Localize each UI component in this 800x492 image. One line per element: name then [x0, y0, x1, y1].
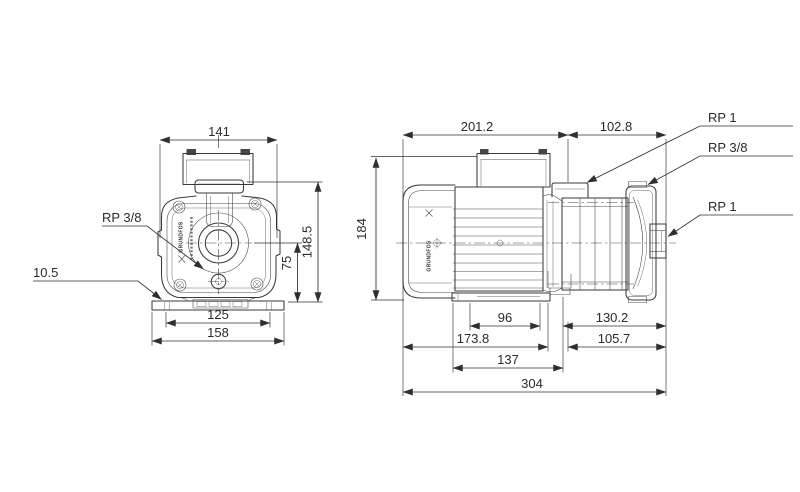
callout-front-drain-port-label: RP 3/8 [102, 210, 142, 225]
dim-side-total-length: 304 [402, 376, 667, 396]
side-end-flange [625, 181, 657, 303]
callout-top-port-label: RP 1 [708, 110, 737, 125]
dim-side-port-depth: 130.2 [562, 297, 667, 373]
dim-side-motor-length-label: 201.2 [461, 119, 494, 134]
dim-side-head-length-label: 102.8 [600, 119, 633, 134]
dim-front-center-height-label: 75 [279, 256, 294, 270]
front-corner-screws [172, 197, 264, 292]
dim-side-total-length-label: 304 [521, 376, 543, 391]
dim-side-base-length: 173.8 [402, 303, 549, 352]
side-chamber-sleeve [548, 197, 634, 291]
dim-side-foot-span-label: 137 [497, 352, 519, 367]
dim-front-center-height: 75 [254, 242, 302, 303]
dim-side-base-length-label: 173.8 [457, 331, 490, 346]
side-base-plate [451, 292, 551, 302]
callout-foot-height: 10.5 [33, 265, 162, 300]
dim-side-port-depth-label: 130.2 [596, 310, 629, 325]
side-bracket-foot [547, 271, 572, 295]
dim-front-bolt-span-label: 125 [207, 307, 229, 322]
front-head-collar [194, 179, 245, 194]
front-pump-body: GRUNDFOS [151, 135, 285, 311]
dim-side-foot-slot-label: 96 [498, 310, 512, 325]
front-base-feet [151, 297, 285, 311]
dim-front-bolt-span: 125 [165, 307, 271, 328]
side-brand-text: GRUNDFOS [427, 240, 433, 272]
grundfos-mark-icon [425, 209, 433, 217]
dim-side-foot-span: 137 [452, 303, 564, 373]
callout-side-port-label: RP 1 [708, 199, 737, 214]
side-top-port [551, 182, 589, 198]
callout-vent-port-label: RP 3/8 [708, 140, 748, 155]
side-grundfos-logo: GRUNDFOS [425, 209, 433, 272]
front-view: GRUNDFOS 141 [33, 124, 323, 346]
side-motor-bracket [542, 194, 572, 295]
front-priming-neck [206, 193, 233, 227]
dim-front-base-width: 158 [151, 312, 285, 346]
side-terminal-box [476, 149, 551, 188]
front-brand-text: GRUNDFOS [179, 221, 185, 253]
callout-front-drain-port: RP 3/8 [102, 210, 204, 270]
dim-side-motor-length: 201.2 [402, 119, 569, 396]
front-grundfos-logo: GRUNDFOS [178, 221, 186, 263]
dim-side-head-length: 102.8 [567, 119, 667, 396]
dim-side-head-depth-label: 105.7 [598, 331, 631, 346]
dim-front-width: 141 [159, 124, 278, 238]
dim-side-foot-slot: 96 [469, 303, 541, 331]
dim-front-total-height-label: 148.5 [300, 226, 315, 259]
dim-front-base-width-label: 158 [207, 325, 229, 340]
grundfos-mark-icon [178, 255, 186, 263]
side-pump-body: GRUNDFOS [396, 149, 676, 303]
side-view: GRUNDFOS [354, 110, 793, 396]
dim-side-head-depth: 105.7 [567, 322, 667, 352]
dim-side-height: 184 [354, 156, 477, 301]
front-terminal-box [182, 149, 254, 186]
callout-foot-height-label: 10.5 [33, 265, 58, 280]
callout-vent-port: RP 3/8 [647, 140, 793, 185]
callout-top-port: RP 1 [586, 110, 793, 183]
dim-front-total-height: 148.5 [247, 181, 323, 303]
side-fan-cover: GRUNDFOS [402, 184, 456, 299]
callout-side-port: RP 1 [667, 199, 793, 237]
dim-front-width-label: 141 [208, 124, 230, 139]
dim-side-height-label: 184 [354, 218, 369, 240]
side-motor-body [453, 186, 544, 292]
